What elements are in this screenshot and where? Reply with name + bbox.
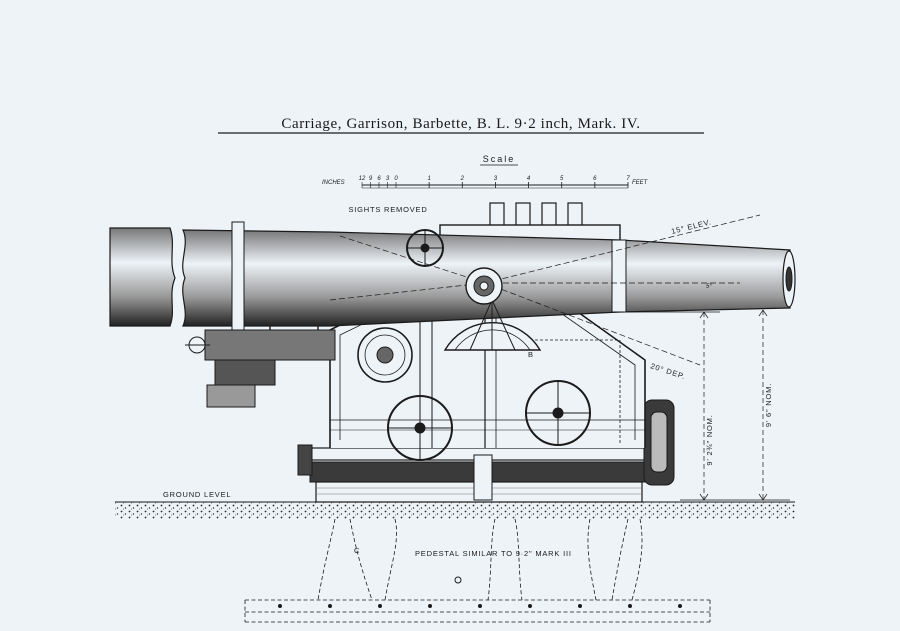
- tag-b: B: [528, 350, 534, 359]
- depression-label: 20° DEP.: [649, 361, 686, 381]
- handwheel-lower-left: [387, 395, 453, 461]
- scale-inch-label: 0: [394, 176, 398, 182]
- racer-base: [297, 399, 675, 503]
- pedestal-outline: [244, 518, 711, 623]
- scale-foot-label: 2: [460, 176, 465, 182]
- breech-assembly: [185, 329, 336, 408]
- scale-feet-label: FEET: [632, 180, 649, 186]
- elevation-label: 15° ELEV.: [670, 217, 712, 236]
- dimension-lines: [620, 309, 790, 501]
- scale-inch-label: 6: [377, 176, 381, 182]
- scale-foot-label: 6: [593, 176, 597, 182]
- scale-foot-label: 5: [560, 176, 564, 182]
- scale-bar: [361, 182, 629, 189]
- scale-inch-label: 9: [369, 176, 373, 182]
- scale-inch-label: 3: [386, 176, 390, 182]
- sights-removed-label: SIGHTS REMOVED: [348, 205, 427, 214]
- height-dim-1: 9' 2¾" NOM.: [705, 414, 714, 465]
- scale-foot-label: 3: [494, 176, 498, 182]
- height-dim-2: 9' 6" NOM.: [764, 383, 773, 427]
- trunnion-hub: [465, 267, 503, 305]
- ground-level-label: GROUND LEVEL: [163, 490, 231, 499]
- scale-heading: Scale: [483, 154, 516, 164]
- small-angle-label: 5°: [706, 284, 712, 290]
- pedestal-note: PEDESTAL SIMILAR TO 9·2" MARK III: [415, 549, 572, 558]
- gun-barrel: [109, 221, 796, 331]
- handwheel-top: [406, 229, 444, 267]
- scale-foot-label: 1: [427, 176, 430, 182]
- scale-foot-label: 7: [626, 176, 630, 182]
- scale-foot-label: 4: [527, 176, 531, 182]
- pedestal-bolts: [278, 576, 682, 608]
- scale-inch-label: 12: [359, 176, 366, 182]
- scale-inches-label: INCHES: [322, 180, 345, 186]
- gear-wheel-left: [357, 327, 413, 383]
- tag-c: C: [354, 546, 360, 555]
- drawing-title: Carriage, Garrison, Barbette, B. L. 9·2 …: [281, 116, 640, 132]
- elevating-arc: [443, 299, 542, 351]
- angle-lines: [329, 214, 761, 366]
- handwheel-lower-right: [525, 380, 591, 446]
- ground-gravel: [115, 502, 795, 519]
